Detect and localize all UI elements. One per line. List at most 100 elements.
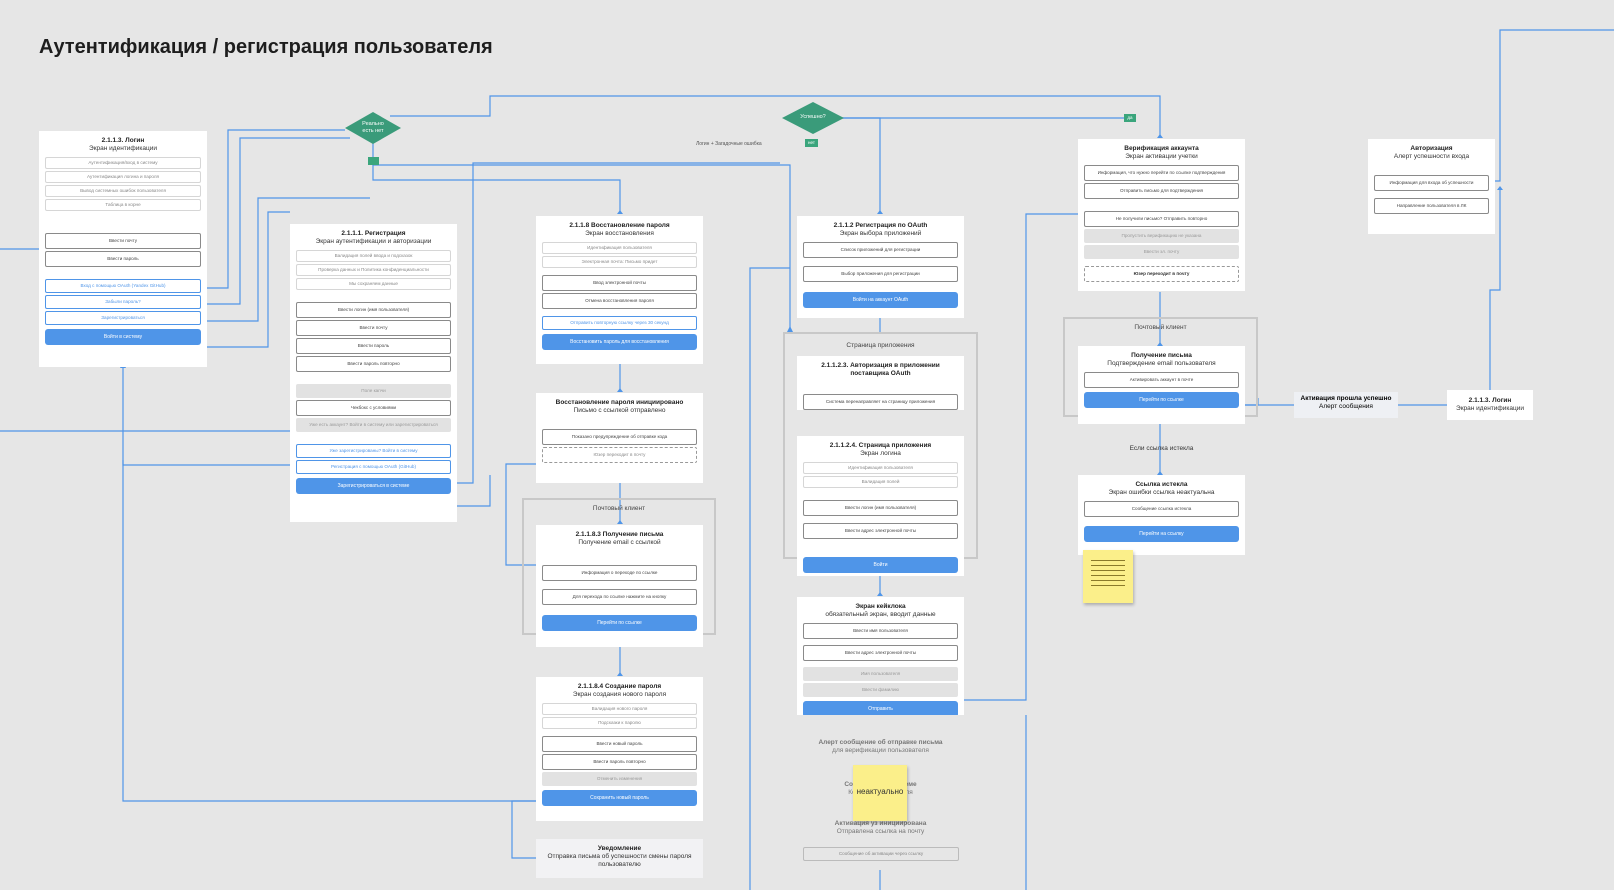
sticky-note-outdated: неактуально [853, 765, 907, 821]
register-link[interactable]: Зарегистрироваться [45, 311, 201, 325]
alert-sub: Алерт сообщения [1319, 403, 1373, 410]
card-heading: 2.1.1.1. Регистрация [341, 230, 406, 237]
follow-link-button[interactable]: Перейти по ссылке [542, 615, 697, 631]
email-field[interactable]: Ввести адрес электронной почты [803, 523, 958, 539]
email-field[interactable]: Ввести почту [45, 233, 201, 249]
info-row: Таблица в корне [45, 199, 201, 211]
password-field[interactable]: Ввести пароль [296, 338, 451, 354]
cancel-changes[interactable]: Отменить изменения [542, 772, 697, 786]
info-row: Валидация нового пароля [542, 703, 697, 715]
info-row: Информация, что нужно перейти по ссылке … [1084, 165, 1239, 181]
recover-button[interactable]: Восстановить пароль для восстановления [542, 334, 697, 350]
card-subheading: Экран активации учетки [1125, 153, 1198, 160]
email-field[interactable]: Ввести адрес электронной почты [803, 645, 958, 661]
password-repeat-field[interactable]: Ввести пароль повторно [296, 356, 451, 372]
email-field[interactable]: Ввести почту [296, 320, 451, 336]
card-subheading: Экран ошибки ссылка неактуальна [1108, 489, 1215, 496]
info-row: Аутентификация логина и пароля [45, 171, 201, 183]
info-row: Для перехода по ссылке нажмите на кнопку [542, 589, 697, 605]
app-login-button[interactable]: Войти [803, 557, 958, 573]
card-subheading: Письмо с ссылкой отправлено [573, 407, 666, 414]
decision-diamond-success [782, 102, 844, 134]
follow-link-button[interactable]: Перейти по ссылке [1084, 392, 1239, 408]
lastname-field[interactable]: Ввести фамилию [803, 683, 958, 697]
captcha-field[interactable]: Поле капчи [296, 384, 451, 398]
username-field[interactable]: Ввести имя пользователя [803, 623, 958, 639]
frame-label: Почтовый клиент [1134, 324, 1187, 331]
card-verify: Верификация аккаунта Экран активации уче… [1078, 139, 1245, 291]
activation-start-sub: Отправлена ссылка на почту [836, 828, 925, 835]
resend-field[interactable]: Не получили письмо? Отправить повторно [1084, 211, 1239, 227]
card-login-2: 2.1.1.3. Логин Экран идентификации [1447, 390, 1533, 420]
card-app-login: 2.1.1.2.4. Страница приложения Экран лог… [797, 436, 964, 576]
activation-ok-alert: Активация прошла успешно Алерт сообщения [1294, 392, 1398, 418]
frame-label: Почтовый клиент [592, 505, 646, 512]
provider-select[interactable]: Выбор приложения для регистрации [803, 266, 958, 282]
card-notification: Уведомление Отправка письма об успешност… [536, 839, 703, 878]
card-heading: Уведомление [597, 845, 642, 852]
card-heading: Авторизация [1410, 145, 1453, 152]
activation-start-label: Активация уз инициирована Отправлена ссы… [797, 820, 964, 836]
card-heading: Экран кейклока [855, 603, 906, 610]
login-button[interactable]: Войти в систему [45, 329, 201, 345]
email-entry[interactable]: Ввести эл. почту [1084, 245, 1239, 259]
card-mail-receive: 2.1.1.8.3 Получение письма Получение ema… [536, 525, 703, 647]
oauth-register-link[interactable]: Регистрация с помощью OAuth (GitHub) [296, 460, 451, 474]
card-new-password: 2.1.1.8.4 Создание пароля Экран создания… [536, 677, 703, 821]
decision-tag-square [368, 157, 379, 165]
forgot-password-link[interactable]: Забыли пароль? [45, 295, 201, 309]
alert-mail-sub: для верификации пользователя [832, 747, 929, 754]
sticky-text: неактуально [856, 787, 904, 796]
info-row: Вывод системных ошибок пользователя [45, 185, 201, 197]
username-field[interactable]: Ввести логин (имя пользователя) [803, 500, 958, 516]
submit-button[interactable]: Отправить [803, 701, 958, 715]
username-field[interactable]: Ввести логин (имя пользователя) [296, 302, 451, 318]
open-link-button[interactable]: Перейти на ссылку [1084, 526, 1239, 542]
card-heading: Восстановление пароля инициировано [555, 399, 684, 406]
signin-link[interactable]: Уже зарегистрированы? Войти в систему [296, 444, 451, 458]
info-row: Валидация полей [803, 476, 958, 488]
decision-diamond-account [345, 112, 401, 144]
card-heading: 2.1.1.8.4 Создание пароля [577, 683, 662, 690]
email-field[interactable]: Ввод электронной почты [542, 275, 697, 291]
new-password-field[interactable]: Ввести новый пароль [542, 736, 697, 752]
cancel-recovery[interactable]: Отмена восстановления пароля [542, 293, 697, 309]
terms-checkbox[interactable]: Чекбокс с условиями [296, 400, 451, 416]
frame-label: Страница приложения [846, 342, 915, 349]
card-subheading: Экран аутентификации и авторизации [315, 238, 432, 245]
card-subheading: Экран логина [860, 450, 901, 457]
card-login: 2.1.1.3. Логин Экран идентификации Аутен… [39, 131, 207, 367]
info-row: Сообщение ссылка истекла [1084, 501, 1239, 517]
password-repeat-field[interactable]: Ввести пароль повторно [542, 754, 697, 770]
user-goes-to-mail: Юзер переходит в почту [1084, 266, 1239, 282]
oauth-link[interactable]: Вход с помощью OAuth (Yandex GitHub) [45, 279, 201, 293]
info-row: Валидация полей ввода и подсказок [296, 250, 451, 262]
register-button[interactable]: Зарегистрироваться в системе [296, 478, 451, 494]
skip-verification[interactable]: Пропустить верификацию не указана [1084, 229, 1239, 243]
info-row: Список приложений для регистрации [803, 242, 958, 258]
info-row: Проверка данных и Политика конфиденциаль… [296, 264, 451, 276]
decision-account-label: Реально есть нет [362, 121, 384, 134]
alert-mail-label: Алерт сообщение об отправке письма для в… [797, 739, 964, 755]
save-password-button[interactable]: Сохранить новый пароль [542, 790, 697, 806]
decision-yes-tag: да [1124, 114, 1136, 122]
oauth-login-button[interactable]: Войти на аккаунт OAuth [803, 292, 958, 308]
card-heading: Ссылка истекла [1135, 481, 1188, 488]
card-subheading: Получение email с ссылкой [578, 539, 661, 546]
card-auth-success: Авторизация Алерт успешности входа Инфор… [1368, 139, 1495, 234]
firstname-field[interactable]: Имя пользователя [803, 667, 958, 681]
info-row: Идентификация пользователя [542, 242, 697, 254]
password-field[interactable]: Ввести пароль [45, 251, 201, 267]
alert-heading: Активация прошла успешно [1300, 395, 1392, 402]
error-label: Логин + Загадочные ошибка [696, 141, 762, 147]
card-heading: 2.1.1.2 Регистрация по OAuth [833, 222, 928, 229]
hint-row: Уже есть аккаунт? Войти в систему или за… [296, 418, 451, 432]
card-subheading: Подтверждение email пользователя [1107, 360, 1216, 367]
card-heading: Получение письма [1131, 352, 1192, 359]
user-goes-to-mail: Юзер переходит в почту [542, 447, 697, 463]
alert-mail-heading: Алерт сообщение об отправке письма [818, 739, 943, 746]
info-row: Мы сохраняем данные [296, 278, 451, 290]
resend-link[interactable]: Отправить повторную ссылку через 30 секу… [542, 316, 697, 330]
